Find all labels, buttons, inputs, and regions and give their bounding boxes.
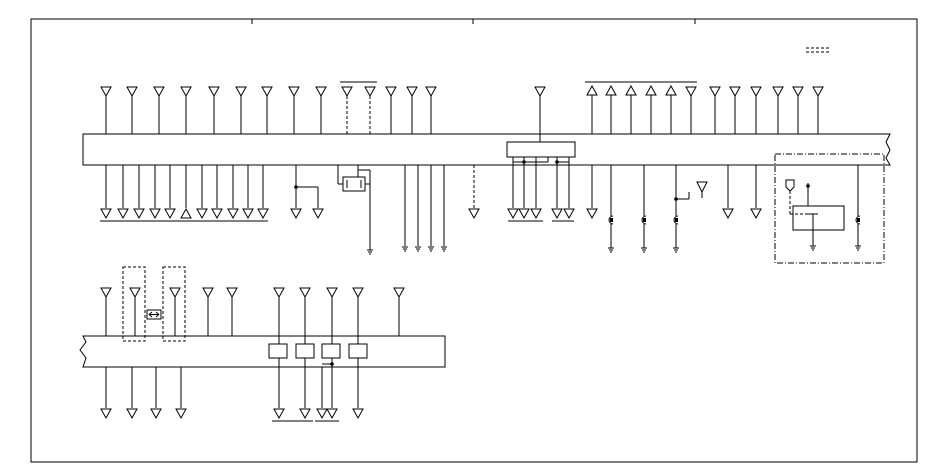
terminal-down-icon [117, 208, 129, 220]
junction-dot [522, 160, 526, 164]
plug-icon [675, 218, 678, 222]
terminal-up-icon [586, 84, 598, 96]
junction-dot [330, 362, 334, 366]
terminal-down-icon [729, 86, 741, 98]
terminal-up-icon [180, 207, 192, 219]
terminal-down-icon [273, 287, 285, 299]
terminal-down-icon [100, 408, 112, 420]
terminal-down-icon [150, 408, 162, 420]
terminal-up-icon [605, 84, 617, 96]
lower-inline-connector [321, 343, 341, 359]
terminal-down-icon [315, 86, 327, 98]
terminal-down-icon [299, 287, 311, 299]
terminal-down-icon [341, 86, 353, 98]
terminal-down-icon [326, 287, 338, 299]
terminal-down-icon [235, 86, 247, 98]
terminal-down-icon [100, 208, 112, 220]
terminal-down-icon [242, 208, 254, 220]
upper-harness-bar [82, 133, 891, 166]
terminal-down-icon [126, 408, 138, 420]
terminal-down-icon [352, 287, 364, 299]
terminal-down-icon [312, 208, 324, 220]
terminal-down-icon [299, 408, 311, 420]
terminal-down-icon [812, 86, 824, 98]
terminal-down-icon [326, 408, 338, 420]
junction-dot [806, 184, 810, 188]
terminal-down-icon [175, 408, 187, 420]
lower-inline-connector [268, 343, 288, 359]
terminal-down-icon [722, 208, 734, 220]
diagram-frame [30, 18, 918, 463]
terminal-down-icon [364, 86, 376, 98]
plug-icon [673, 215, 679, 225]
upper-relay-box [342, 176, 366, 192]
terminal-down-icon [208, 86, 220, 98]
terminal-up-icon [645, 84, 657, 96]
terminal-up-icon [625, 84, 637, 96]
plug-icon [610, 218, 613, 222]
terminal-down-icon [149, 208, 161, 220]
terminal-down-icon [100, 287, 112, 299]
terminal-down-icon [261, 86, 273, 98]
terminal-down-icon [385, 86, 397, 98]
terminal-down-icon [129, 287, 141, 299]
bidirectional-arrow-icon [146, 309, 162, 320]
terminal-down-icon [563, 208, 575, 220]
terminal-down-icon [406, 86, 418, 98]
terminal-down-icon [551, 208, 563, 220]
right-sensor-box [792, 205, 845, 231]
upper-center-module [506, 141, 576, 158]
terminal-down-icon [530, 208, 542, 220]
terminal-down-icon [133, 208, 145, 220]
terminal-down-icon [316, 408, 328, 420]
terminal-down-icon [507, 208, 519, 220]
terminal-up-icon [665, 84, 677, 96]
plug-icon [608, 215, 614, 225]
terminal-down-icon [709, 86, 721, 98]
terminal-down-icon [518, 208, 530, 220]
antenna-icon [696, 181, 708, 194]
terminal-down-icon [750, 208, 762, 220]
terminal-down-icon [227, 208, 239, 220]
terminal-down-icon [153, 86, 165, 98]
terminal-down-icon [750, 86, 762, 98]
terminal-down-icon [211, 208, 223, 220]
terminal-down-icon [273, 408, 285, 420]
terminal-down-icon [100, 86, 112, 98]
terminal-down-icon [290, 208, 302, 220]
terminal-down-icon [169, 287, 181, 299]
plug-icon [855, 215, 861, 225]
terminal-down-icon [425, 86, 437, 98]
plug-icon [643, 218, 646, 222]
terminal-down-icon [202, 287, 214, 299]
terminal-down-icon [685, 86, 697, 98]
lower-inline-connector [295, 343, 315, 359]
lower-inline-connector [348, 343, 368, 359]
terminal-down-icon [352, 408, 364, 420]
terminal-down-icon [534, 86, 546, 98]
terminal-down-icon [288, 86, 300, 98]
terminal-down-icon [792, 86, 804, 98]
terminal-down-icon [226, 287, 238, 299]
terminal-down-icon [393, 287, 405, 299]
terminal-down-icon [257, 208, 269, 220]
plug-icon [857, 218, 860, 222]
terminal-down-icon [772, 86, 784, 98]
plug-icon [641, 215, 647, 225]
terminal-down-icon [180, 86, 192, 98]
terminal-down-icon [164, 208, 176, 220]
right-dashdot-module [774, 153, 885, 264]
connector-box-icon [785, 179, 795, 192]
terminal-down-icon [586, 208, 598, 220]
lower-dashed-group [162, 266, 186, 342]
terminal-down-icon [126, 86, 138, 98]
terminal-down-icon [468, 208, 480, 220]
junction-dot [555, 160, 559, 164]
terminal-down-icon [196, 208, 208, 220]
lower-dashed-group [122, 266, 146, 342]
